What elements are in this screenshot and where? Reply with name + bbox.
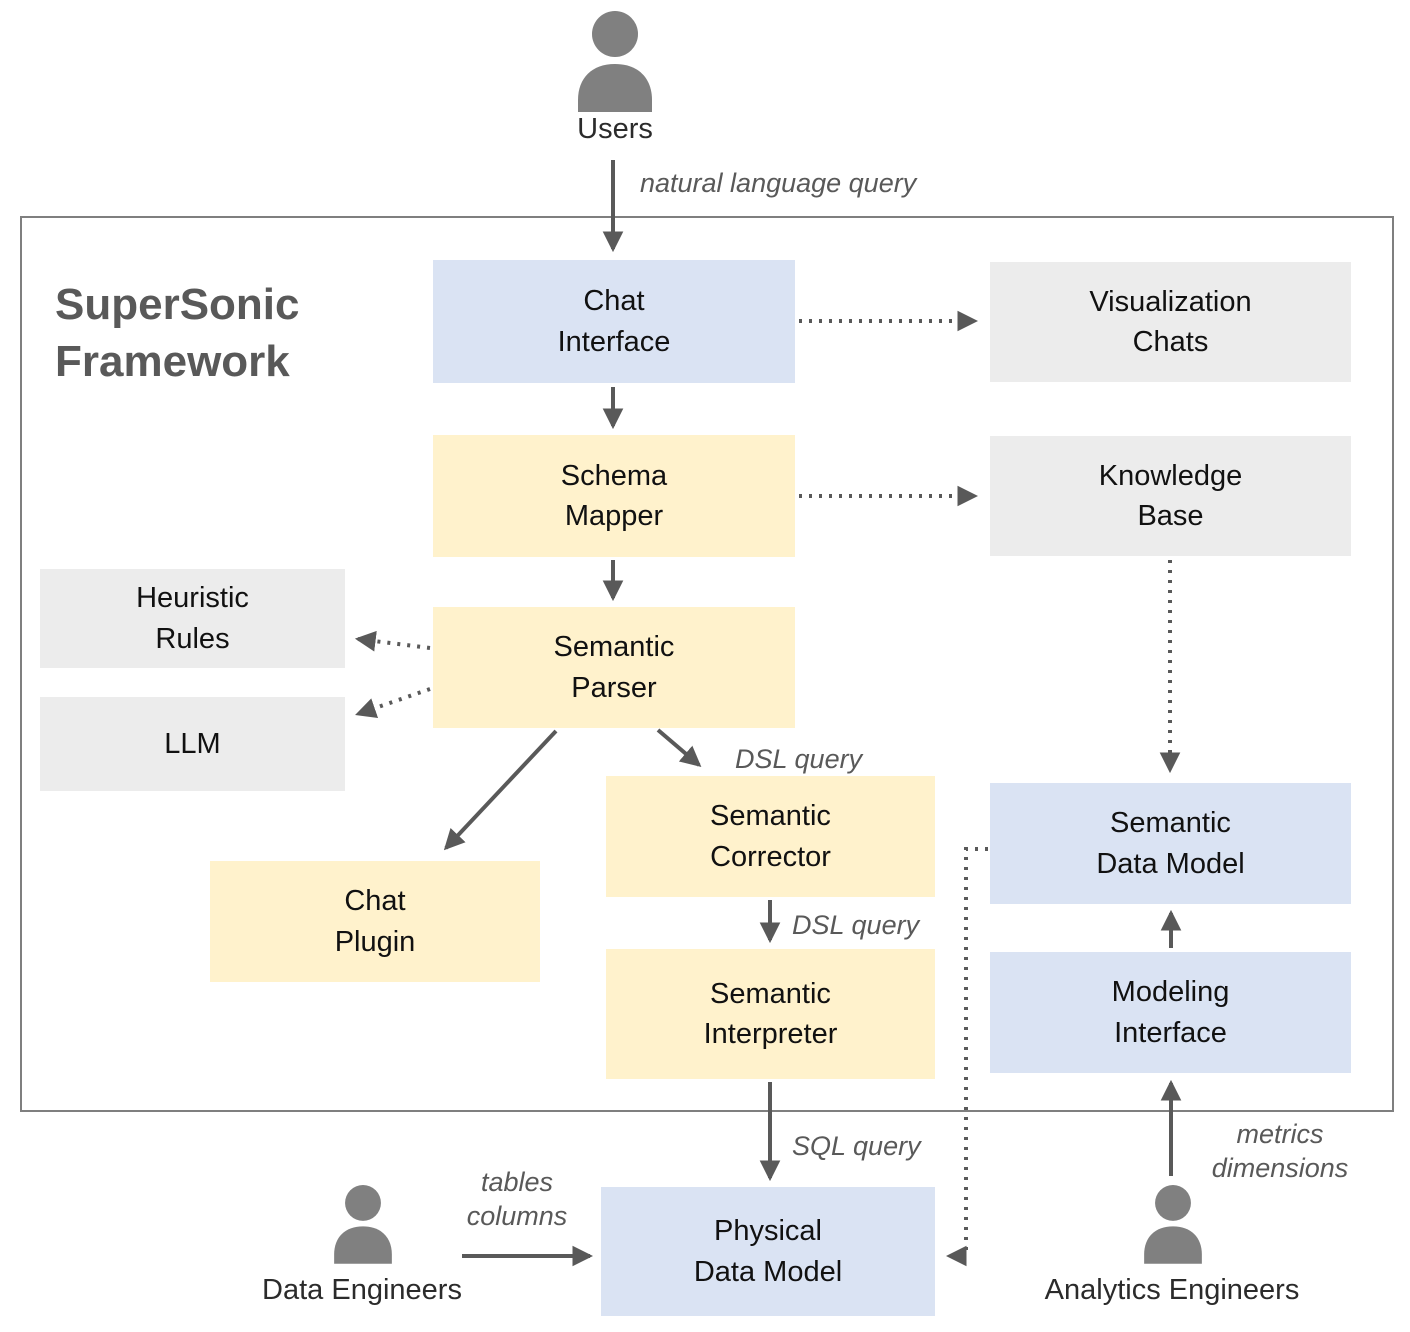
node-semantic-parser-label: Semantic Parser [553,631,675,704]
node-semantic-interpreter: Semantic Interpreter [606,949,935,1079]
node-heuristic-rules-label: Heuristic Rules [136,582,249,655]
analytics-engineers-person-icon [1134,1184,1212,1264]
edge-label-dsl-query-2: DSL query [792,910,920,940]
node-physical-data-model: Physical Data Model [601,1187,935,1316]
node-llm-label: LLM [164,727,221,760]
node-modeling-interface-label: Modeling Interface [1111,976,1230,1049]
edge-label-dsl-query-1: DSL query [735,744,863,774]
node-chat-plugin-label: Chat Plugin [334,885,416,958]
node-physical-data-model-label: Physical Data Model [693,1215,843,1288]
node-llm: LLM [40,697,345,791]
node-chat-plugin: Chat Plugin [210,861,540,982]
edge-label-metrics-dimensions: metrics dimensions [1211,1119,1349,1183]
edge-label-natural-language-query: natural language query [640,168,917,198]
users-label: Users [577,113,653,145]
node-modeling-interface: Modeling Interface [990,952,1351,1073]
edge-label-sql-query: SQL query [792,1131,921,1161]
node-knowledge-base-label: Knowledge Base [1098,459,1243,532]
users-person-icon [565,10,665,112]
edge-label-tables-columns: tables columns [466,1167,568,1231]
node-semantic-parser: Semantic Parser [433,607,795,728]
data-engineers-label: Data Engineers [262,1274,462,1306]
framework-boundary [20,216,1394,1112]
node-semantic-interpreter-label: Semantic Interpreter [703,977,838,1050]
node-chat-interface-label: Chat Interface [557,285,671,358]
node-semantic-corrector: Semantic Corrector [606,776,935,897]
node-semantic-data-model: Semantic Data Model [990,783,1351,904]
node-semantic-data-model-label: Semantic Data Model [1096,807,1245,880]
node-schema-mapper: Schema Mapper [433,435,795,557]
analytics-engineers-label: Analytics Engineers [1044,1274,1300,1306]
data-engineers-person-icon [324,1184,402,1264]
node-knowledge-base: Knowledge Base [990,436,1351,556]
node-visualization-chats-label: Visualization Chats [1089,285,1252,358]
node-heuristic-rules: Heuristic Rules [40,569,345,668]
diagram-title: SuperSonic Framework [55,280,300,387]
node-visualization-chats: Visualization Chats [990,262,1351,382]
node-schema-mapper-label: Schema Mapper [560,459,668,532]
node-chat-interface: Chat Interface [433,260,795,383]
node-semantic-corrector-label: Semantic Corrector [710,800,831,873]
